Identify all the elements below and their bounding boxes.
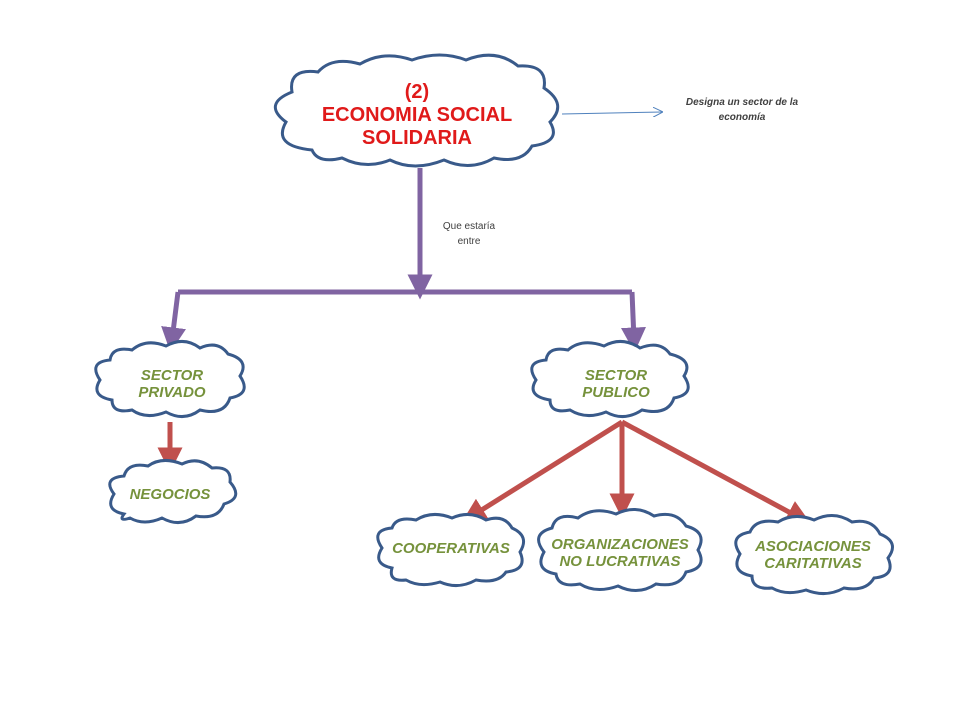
- negocios-label: NEGOCIOS: [112, 480, 228, 510]
- side-note-line1: Designa un sector de la: [685, 97, 799, 108]
- side-note-line2: economía: [718, 111, 766, 123]
- cloud-asociaciones: [734, 514, 894, 595]
- sector-publico-line2: PUBLICO: [582, 384, 650, 401]
- root-number: (2): [404, 80, 430, 103]
- connector-note-line1: Que estaría: [442, 221, 496, 232]
- bar-to-publico-arrow: [620, 291, 646, 353]
- negocios-text: NEGOCIOS: [129, 486, 211, 504]
- organizaciones-line1: ORGANIZACIONES: [551, 535, 689, 553]
- sector-privado-line1: SECTOR: [140, 366, 204, 384]
- organizaciones-label: ORGANIZACIONES NO LUCRATIVAS: [540, 528, 700, 578]
- asociaciones-line2: CARITATIVAS: [764, 555, 862, 572]
- cloud-sector-privado: [94, 340, 246, 418]
- sector-publico-label: SECTOR PUBLICO: [552, 360, 680, 408]
- connector-note-line2: entre: [457, 235, 481, 247]
- connector-note: Que estaría entre: [428, 220, 510, 249]
- publico-to-asociaciones-arrow: [620, 419, 812, 524]
- asociaciones-label: ASOCIACIONES CARITATIVAS: [740, 530, 886, 580]
- cooperativas-text: COOPERATIVAS: [392, 540, 510, 558]
- cooperativas-label: COOPERATIVAS: [384, 534, 518, 564]
- publico-to-cooperativas-arrow: [461, 419, 624, 523]
- organizaciones-line2: NO LUCRATIVAS: [559, 553, 681, 570]
- sector-privado-label: SECTOR PRIVADO: [110, 360, 234, 408]
- cloud-negocios: [108, 459, 238, 524]
- note-arrow: [561, 112, 662, 114]
- cloud-cooperativas: [376, 513, 526, 587]
- bar-to-privado-arrow: [161, 291, 186, 353]
- cloud-organizaciones: [537, 508, 703, 592]
- cloud-root: [274, 53, 560, 168]
- cloud-sector-publico: [530, 340, 690, 418]
- root-node-label: (2) ECONOMIA SOCIAL SOLIDARIA: [292, 70, 542, 160]
- sector-publico-line1: SECTOR: [584, 366, 648, 384]
- sector-privado-line2: PRIVADO: [138, 384, 206, 401]
- root-title-line2: SOLIDARIA: [362, 126, 472, 149]
- root-title-line1: ECONOMIA SOCIAL: [321, 103, 513, 126]
- side-note: Designa un sector de la economía: [664, 96, 820, 125]
- asociaciones-line1: ASOCIACIONES: [755, 537, 871, 555]
